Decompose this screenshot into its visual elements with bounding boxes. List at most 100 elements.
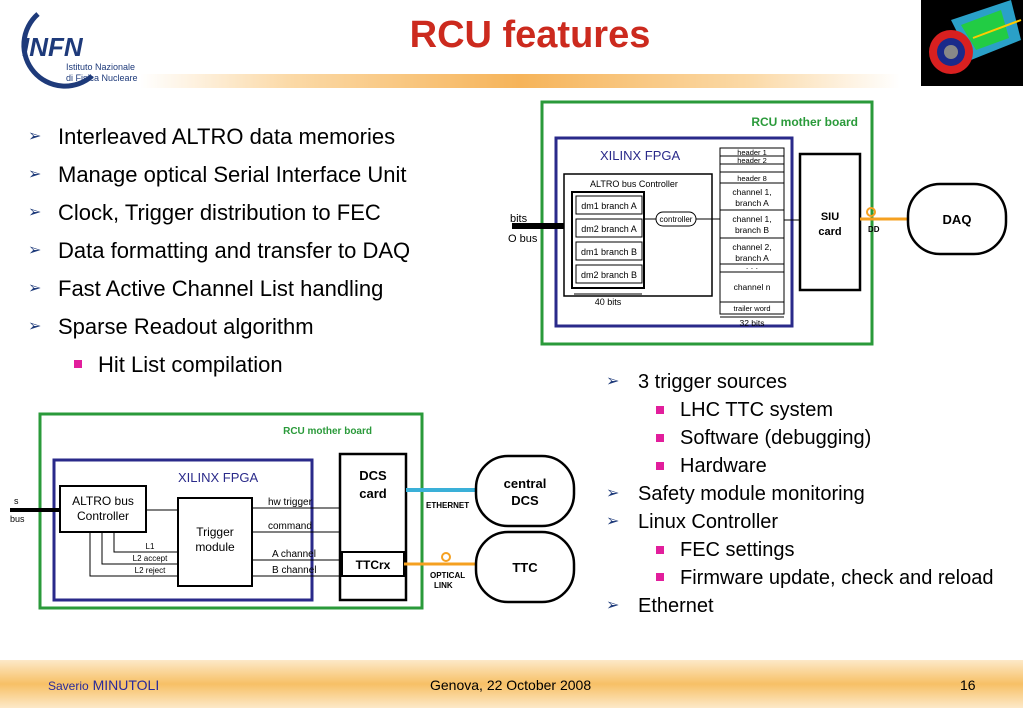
branch-box: [575, 195, 643, 215]
branch-box: [575, 264, 643, 284]
rcu-control-diagram: RCU mother board XILINX FPGA ALTRO bus C…: [10, 412, 576, 610]
altro-label: Controller: [77, 509, 129, 523]
controller-label: controller: [660, 215, 693, 224]
signal-label: command: [268, 521, 312, 532]
sub-list-item: Software (debugging): [600, 424, 1010, 452]
list-item: ➢Safety module monitoring: [600, 480, 1010, 508]
optical-label: OPTICAL: [430, 571, 465, 580]
right-bullet-list: ➢3 trigger sources LHC TTC system Softwa…: [600, 368, 1010, 620]
page-number: 16: [960, 677, 976, 693]
sub-list-item: Hardware: [600, 452, 1010, 480]
memory-stack: [719, 147, 785, 315]
slide-title: RCU features: [409, 14, 651, 56]
logo-name: INFN: [22, 32, 84, 62]
signal-label: L2 reject: [135, 566, 166, 575]
ttcrx-label: TTCrx: [356, 558, 391, 572]
arrow-bullet-icon: ➢: [28, 204, 42, 221]
branch-label: dm2 branch A: [581, 224, 637, 234]
cut-label: bits: [510, 213, 528, 225]
ttc-label: TTC: [512, 560, 538, 575]
dcs-card: [338, 452, 408, 602]
ethernet-label: ETHERNET: [426, 501, 469, 510]
memory-cell: channel n: [734, 282, 771, 292]
altro-label: ALTRO bus: [72, 494, 134, 508]
arrow-bullet-icon: ➢: [28, 128, 42, 145]
width-right-label: 32 bits: [739, 318, 764, 328]
memory-cell: branch A: [735, 253, 769, 263]
arrow-bullet-icon: ➢: [28, 318, 42, 335]
memory-cell: · · ·: [746, 264, 758, 273]
altro-controller-label: ALTRO bus Controller: [590, 179, 678, 189]
trigger-label: module: [195, 540, 235, 554]
central-dcs-label: DCS: [511, 493, 539, 508]
memory-cell: branch A: [735, 198, 769, 208]
central-dcs-label: central: [504, 476, 547, 491]
fpga-label: XILINX FPGA: [178, 470, 259, 485]
branch-label: dm1 branch A: [581, 201, 637, 211]
square-bullet-icon: [656, 546, 664, 554]
branch-box: [575, 218, 643, 238]
list-item: ➢Sparse Readout algorithm: [20, 308, 500, 346]
ddl-label: DDL: [868, 225, 880, 234]
footer-band: [0, 660, 1023, 708]
board-label: RCU mother board: [751, 115, 858, 129]
memory-cell: branch B: [735, 225, 769, 235]
logo-arc: [21, 12, 94, 89]
siu-label: card: [818, 226, 841, 238]
footer-date: Genova, 22 October 2008: [430, 677, 592, 693]
memory-cell: channel 1,: [732, 187, 771, 197]
signal-label: L1: [146, 542, 155, 551]
arrow-bullet-icon: ➢: [28, 166, 42, 183]
cut-label: s: [14, 496, 19, 506]
square-bullet-icon: [656, 573, 664, 581]
daq-box: [906, 182, 1008, 256]
list-item: ➢Linux Controller: [600, 508, 1010, 536]
trigger-label: Trigger: [196, 525, 234, 539]
branch-label: dm2 branch B: [581, 270, 637, 280]
central-dcs-box: [474, 454, 576, 528]
memory-cell: trailer word: [733, 304, 770, 313]
dcs-label: card: [359, 486, 387, 501]
detector-image: [921, 0, 1023, 86]
arrow-bullet-icon: ➢: [606, 373, 620, 390]
arrow-bullet-icon: ➢: [28, 280, 42, 297]
width-left-label: 40 bits: [595, 297, 622, 307]
fpga-outline: [52, 458, 314, 602]
list-item: ➢Clock, Trigger distribution to FEC: [20, 194, 500, 232]
trigger-module: [177, 497, 253, 587]
square-bullet-icon: [656, 462, 664, 470]
square-bullet-icon: [74, 360, 82, 368]
branch-label: dm1 branch B: [581, 247, 637, 257]
memory-cell: header 1: [737, 148, 767, 157]
rcu-data-diagram: RCU mother board XILINX FPGA ALTRO bus C…: [508, 100, 880, 346]
footer-author: Saverio MINUTOLI: [48, 677, 160, 693]
list-item: ➢Ethernet: [600, 592, 1010, 620]
sub-list-item: Hit List compilation: [20, 346, 500, 384]
signal-label: L2 accept: [133, 554, 168, 563]
memory-cell: channel 1,: [732, 214, 771, 224]
cut-label: bus: [10, 514, 25, 524]
square-bullet-icon: [656, 434, 664, 442]
siu-card: [798, 152, 862, 292]
arrow-bullet-icon: ➢: [606, 485, 620, 502]
dcs-label: DCS: [359, 468, 387, 483]
sub-list-item: FEC settings: [600, 536, 1010, 564]
list-item: ➢Interleaved ALTRO data memories: [20, 118, 500, 156]
ttc-box: [474, 530, 576, 604]
signal-label: hw trigger: [268, 497, 313, 508]
signal-label: A channel: [272, 549, 316, 560]
signal-label: B channel: [272, 565, 316, 576]
infn-logo: INFN Istituto Nazionale di Fisica Nuclea…: [8, 6, 148, 92]
list-item: ➢Manage optical Serial Interface Unit: [20, 156, 500, 194]
list-item: ➢3 trigger sources: [600, 368, 1010, 396]
fpga-outline: [554, 136, 794, 328]
arrow-bullet-icon: ➢: [606, 513, 620, 530]
optical-label: LINK: [434, 581, 453, 590]
arrow-bullet-icon: ➢: [28, 242, 42, 259]
logo-line2: di Fisica Nucleare: [66, 73, 138, 83]
square-bullet-icon: [656, 406, 664, 414]
siu-label: SIU: [821, 211, 839, 223]
sub-list-item: Firmware update, check and reload: [600, 564, 1010, 592]
fpga-label: XILINX FPGA: [600, 148, 681, 163]
logo-line1: Istituto Nazionale: [66, 62, 135, 72]
